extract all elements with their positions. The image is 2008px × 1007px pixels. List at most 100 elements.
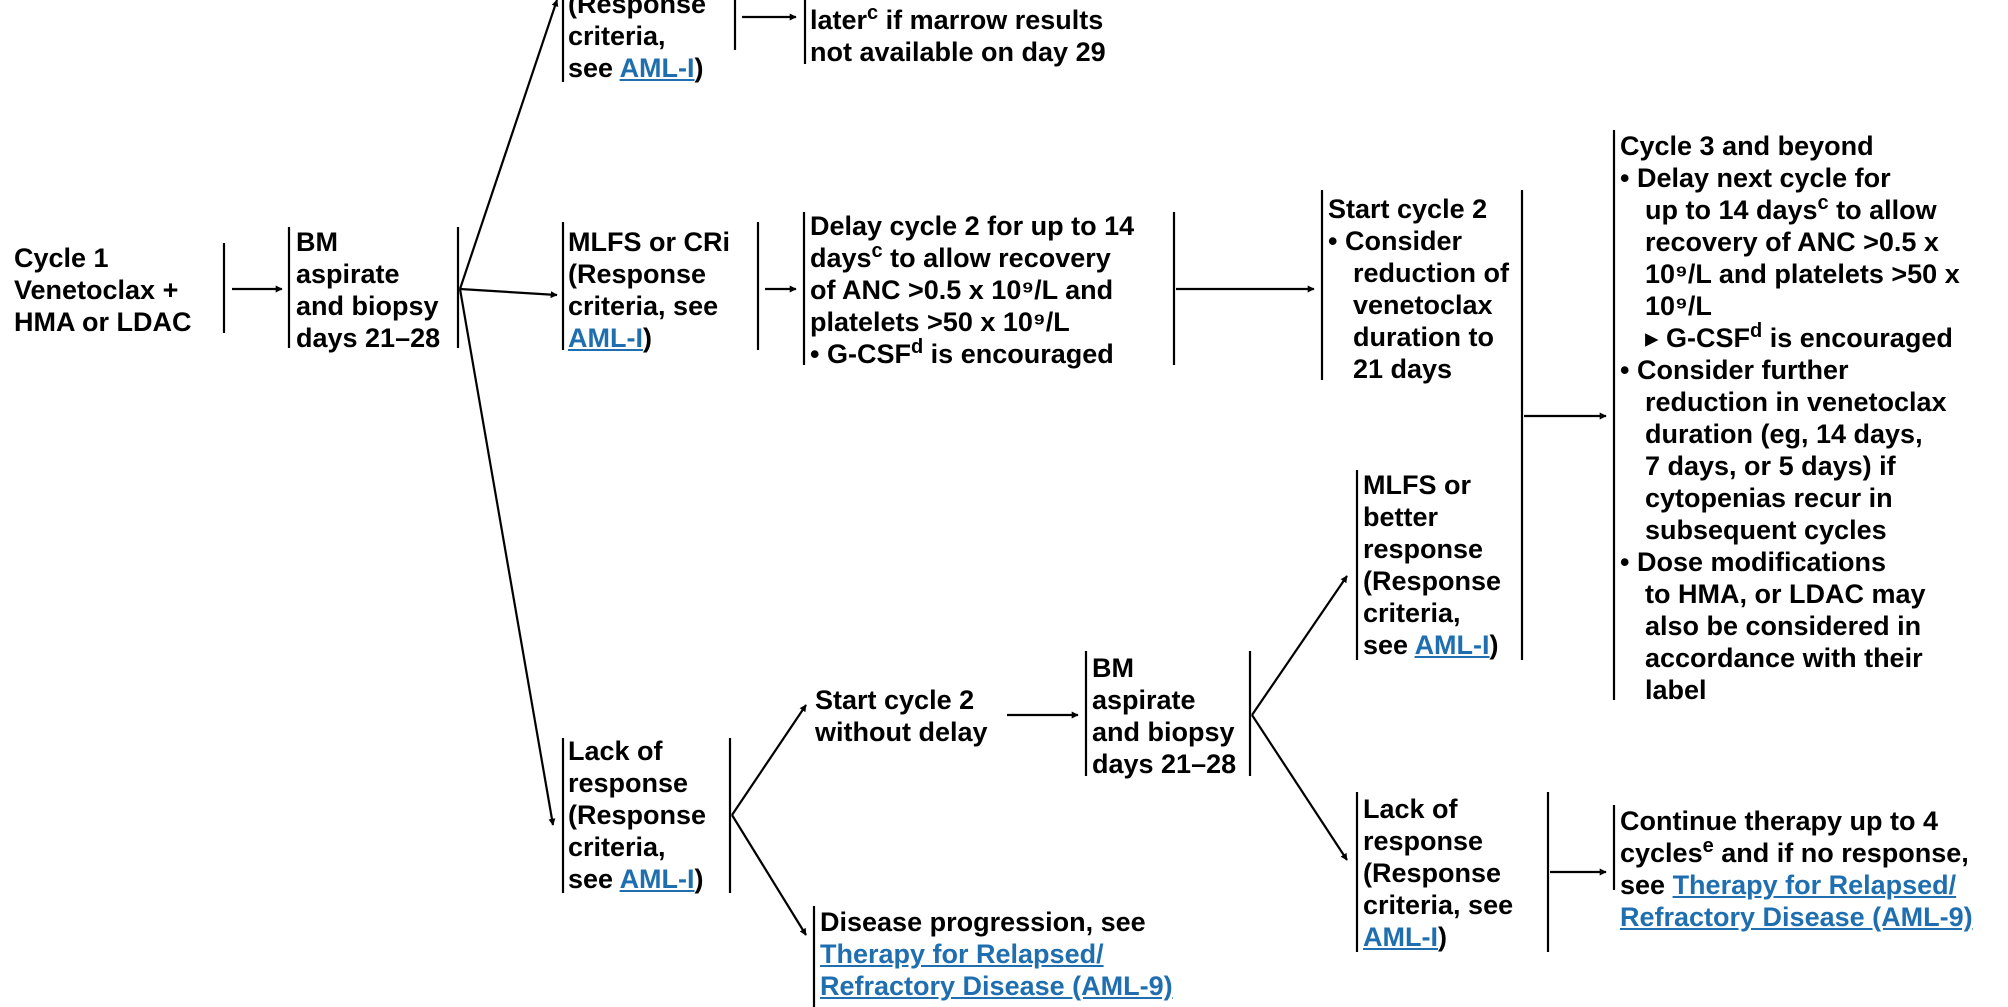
arrow — [731, 814, 807, 936]
node-text: 10⁹/L — [1645, 291, 1712, 321]
node-text: ) — [1489, 630, 1499, 660]
node-text: see — [568, 53, 620, 83]
node-mlfs-better: MLFS or better response (Response criter… — [1363, 469, 1501, 661]
node-top-note: laterc if marrow results not available o… — [810, 2, 1106, 68]
node-text: not available on day 29 — [810, 37, 1106, 67]
node-text: MLFS or — [1363, 470, 1471, 500]
node-text: daysc to allow recovery — [810, 240, 1134, 274]
node-text: criteria, — [568, 832, 666, 862]
arrow — [1251, 575, 1348, 716]
node-text: better — [1363, 502, 1439, 532]
node-text: Disease progression, see — [820, 907, 1146, 937]
link-aml-i[interactable]: AML-I — [568, 323, 643, 353]
arrow — [731, 704, 807, 816]
node-bm-biopsy-2: BM aspirate and biopsy days 21–28 — [1092, 652, 1236, 780]
node-text: duration to — [1353, 322, 1494, 352]
node-text: • G-CSF — [810, 339, 911, 369]
node-text: AML-I) — [568, 322, 730, 354]
link-aml-i[interactable]: AML-I — [619, 53, 695, 83]
node-mlfs-cri: MLFS or CRi (Response criteria, see AML-… — [568, 226, 730, 354]
node-text: is encouraged — [923, 339, 1114, 369]
node-text: ) — [642, 323, 652, 353]
footnote-marker: c — [871, 240, 883, 262]
node-lack-response-2: Lack of response (Response criteria, see… — [1363, 793, 1513, 953]
node-text: • Consider — [1328, 226, 1462, 256]
node-text: platelets >50 x 10⁹/L — [810, 307, 1070, 337]
node-cycle-1: Cycle 1 Venetoclax + HMA or LDAC — [14, 242, 191, 338]
node-text: Cycle 3 and beyond — [1620, 131, 1874, 161]
node-text: Refractory Disease (AML-9) — [1620, 901, 1973, 933]
arrow — [1251, 714, 1348, 861]
node-text: days 21–28 — [296, 323, 441, 353]
node-text: 21 days — [1353, 354, 1453, 384]
node-text: see — [568, 864, 620, 894]
node-text: • Consider further — [1620, 355, 1849, 385]
node-text: (Response — [1363, 566, 1502, 596]
node-text: Cycle 1 — [14, 243, 109, 273]
node-cycle-3-beyond: Cycle 3 and beyond • Delay next cycle fo… — [1620, 130, 1960, 706]
node-text: if marrow results — [878, 5, 1104, 35]
node-start-no-delay: Start cycle 2 without delay — [815, 684, 988, 748]
node-text: later — [810, 5, 868, 35]
node-text: Venetoclax + — [14, 275, 179, 305]
link-relapsed-therapy[interactable]: Refractory Disease (AML-9) — [820, 971, 1173, 1001]
node-text: • Delay next cycle for — [1620, 163, 1891, 193]
node-text: Start cycle 2 — [1328, 194, 1488, 224]
node-text: AML-I) — [1363, 921, 1513, 953]
link-relapsed-therapy[interactable]: Therapy for Relapsed/ — [1672, 870, 1957, 900]
link-relapsed-therapy[interactable]: Refractory Disease (AML-9) — [1620, 902, 1973, 932]
node-text: ) — [694, 53, 704, 83]
node-text: response — [1363, 534, 1484, 564]
node-text: Continue therapy up to 4 — [1620, 806, 1939, 836]
node-text: criteria, — [1363, 598, 1461, 628]
node-text: also be considered in — [1645, 611, 1922, 641]
footnote-marker: c — [1817, 192, 1829, 214]
node-text: to allow — [1828, 195, 1937, 225]
node-continue-therapy: Continue therapy up to 4 cyclese and if … — [1620, 805, 1973, 933]
node-text: 10⁹/L and platelets >50 x — [1645, 259, 1960, 289]
footnote-marker: d — [1750, 320, 1763, 342]
node-text: days — [810, 243, 872, 273]
node-text: ▸ G-CSF — [1645, 323, 1751, 353]
node-text: see AML-I) — [568, 52, 706, 84]
node-text: cytopenias recur in — [1645, 483, 1893, 513]
node-disease-progression: Disease progression, see Therapy for Rel… — [820, 906, 1173, 1002]
node-text: laterc if marrow results — [810, 2, 1106, 36]
node-text: criteria, see — [1363, 890, 1514, 920]
node-text: • Dose modifications — [1620, 547, 1886, 577]
node-text: Lack of — [1363, 794, 1458, 824]
node-text: recovery of ANC >0.5 x — [1645, 227, 1939, 257]
node-text: duration (eg, 14 days, — [1645, 419, 1923, 449]
arrow — [458, 0, 559, 290]
link-aml-i[interactable]: AML-I — [619, 864, 695, 894]
node-text: • G-CSFd is encouraged — [810, 337, 1134, 370]
node-text: ) — [1437, 922, 1447, 952]
node-text: MLFS or CRi — [568, 227, 730, 257]
link-relapsed-therapy[interactable]: Therapy for Relapsed/ — [820, 939, 1104, 969]
node-text: accordance with their — [1645, 643, 1923, 673]
node-text: response — [1363, 826, 1484, 856]
node-text: up to 14 daysc to allow — [1620, 192, 1960, 226]
node-text: days 21–28 — [1092, 749, 1237, 779]
node-lack-response-1: Lack of response (Response criteria, see… — [568, 735, 706, 895]
node-text: reduction in venetoclax — [1645, 387, 1947, 417]
node-text: Start cycle 2 — [815, 685, 975, 715]
node-text: Refractory Disease (AML-9) — [820, 970, 1173, 1002]
node-text: and biopsy — [1092, 717, 1235, 747]
node-text: 7 days, or 5 days) if — [1645, 451, 1896, 481]
node-text: ) — [694, 864, 704, 894]
node-text: Lack of — [568, 736, 663, 766]
node-text: criteria, see — [568, 291, 719, 321]
link-aml-i[interactable]: AML-I — [1363, 922, 1438, 952]
footnote-marker: e — [1702, 835, 1714, 857]
footnote-marker: c — [867, 2, 879, 24]
node-text: (Response — [1363, 858, 1502, 888]
node-text: cyclese and if no response, — [1620, 835, 1973, 869]
node-text: subsequent cycles — [1645, 515, 1887, 545]
node-text: cycles — [1620, 838, 1703, 868]
link-aml-i[interactable]: AML-I — [1414, 630, 1490, 660]
node-text: label — [1645, 675, 1707, 705]
node-text: see AML-I) — [568, 863, 706, 895]
